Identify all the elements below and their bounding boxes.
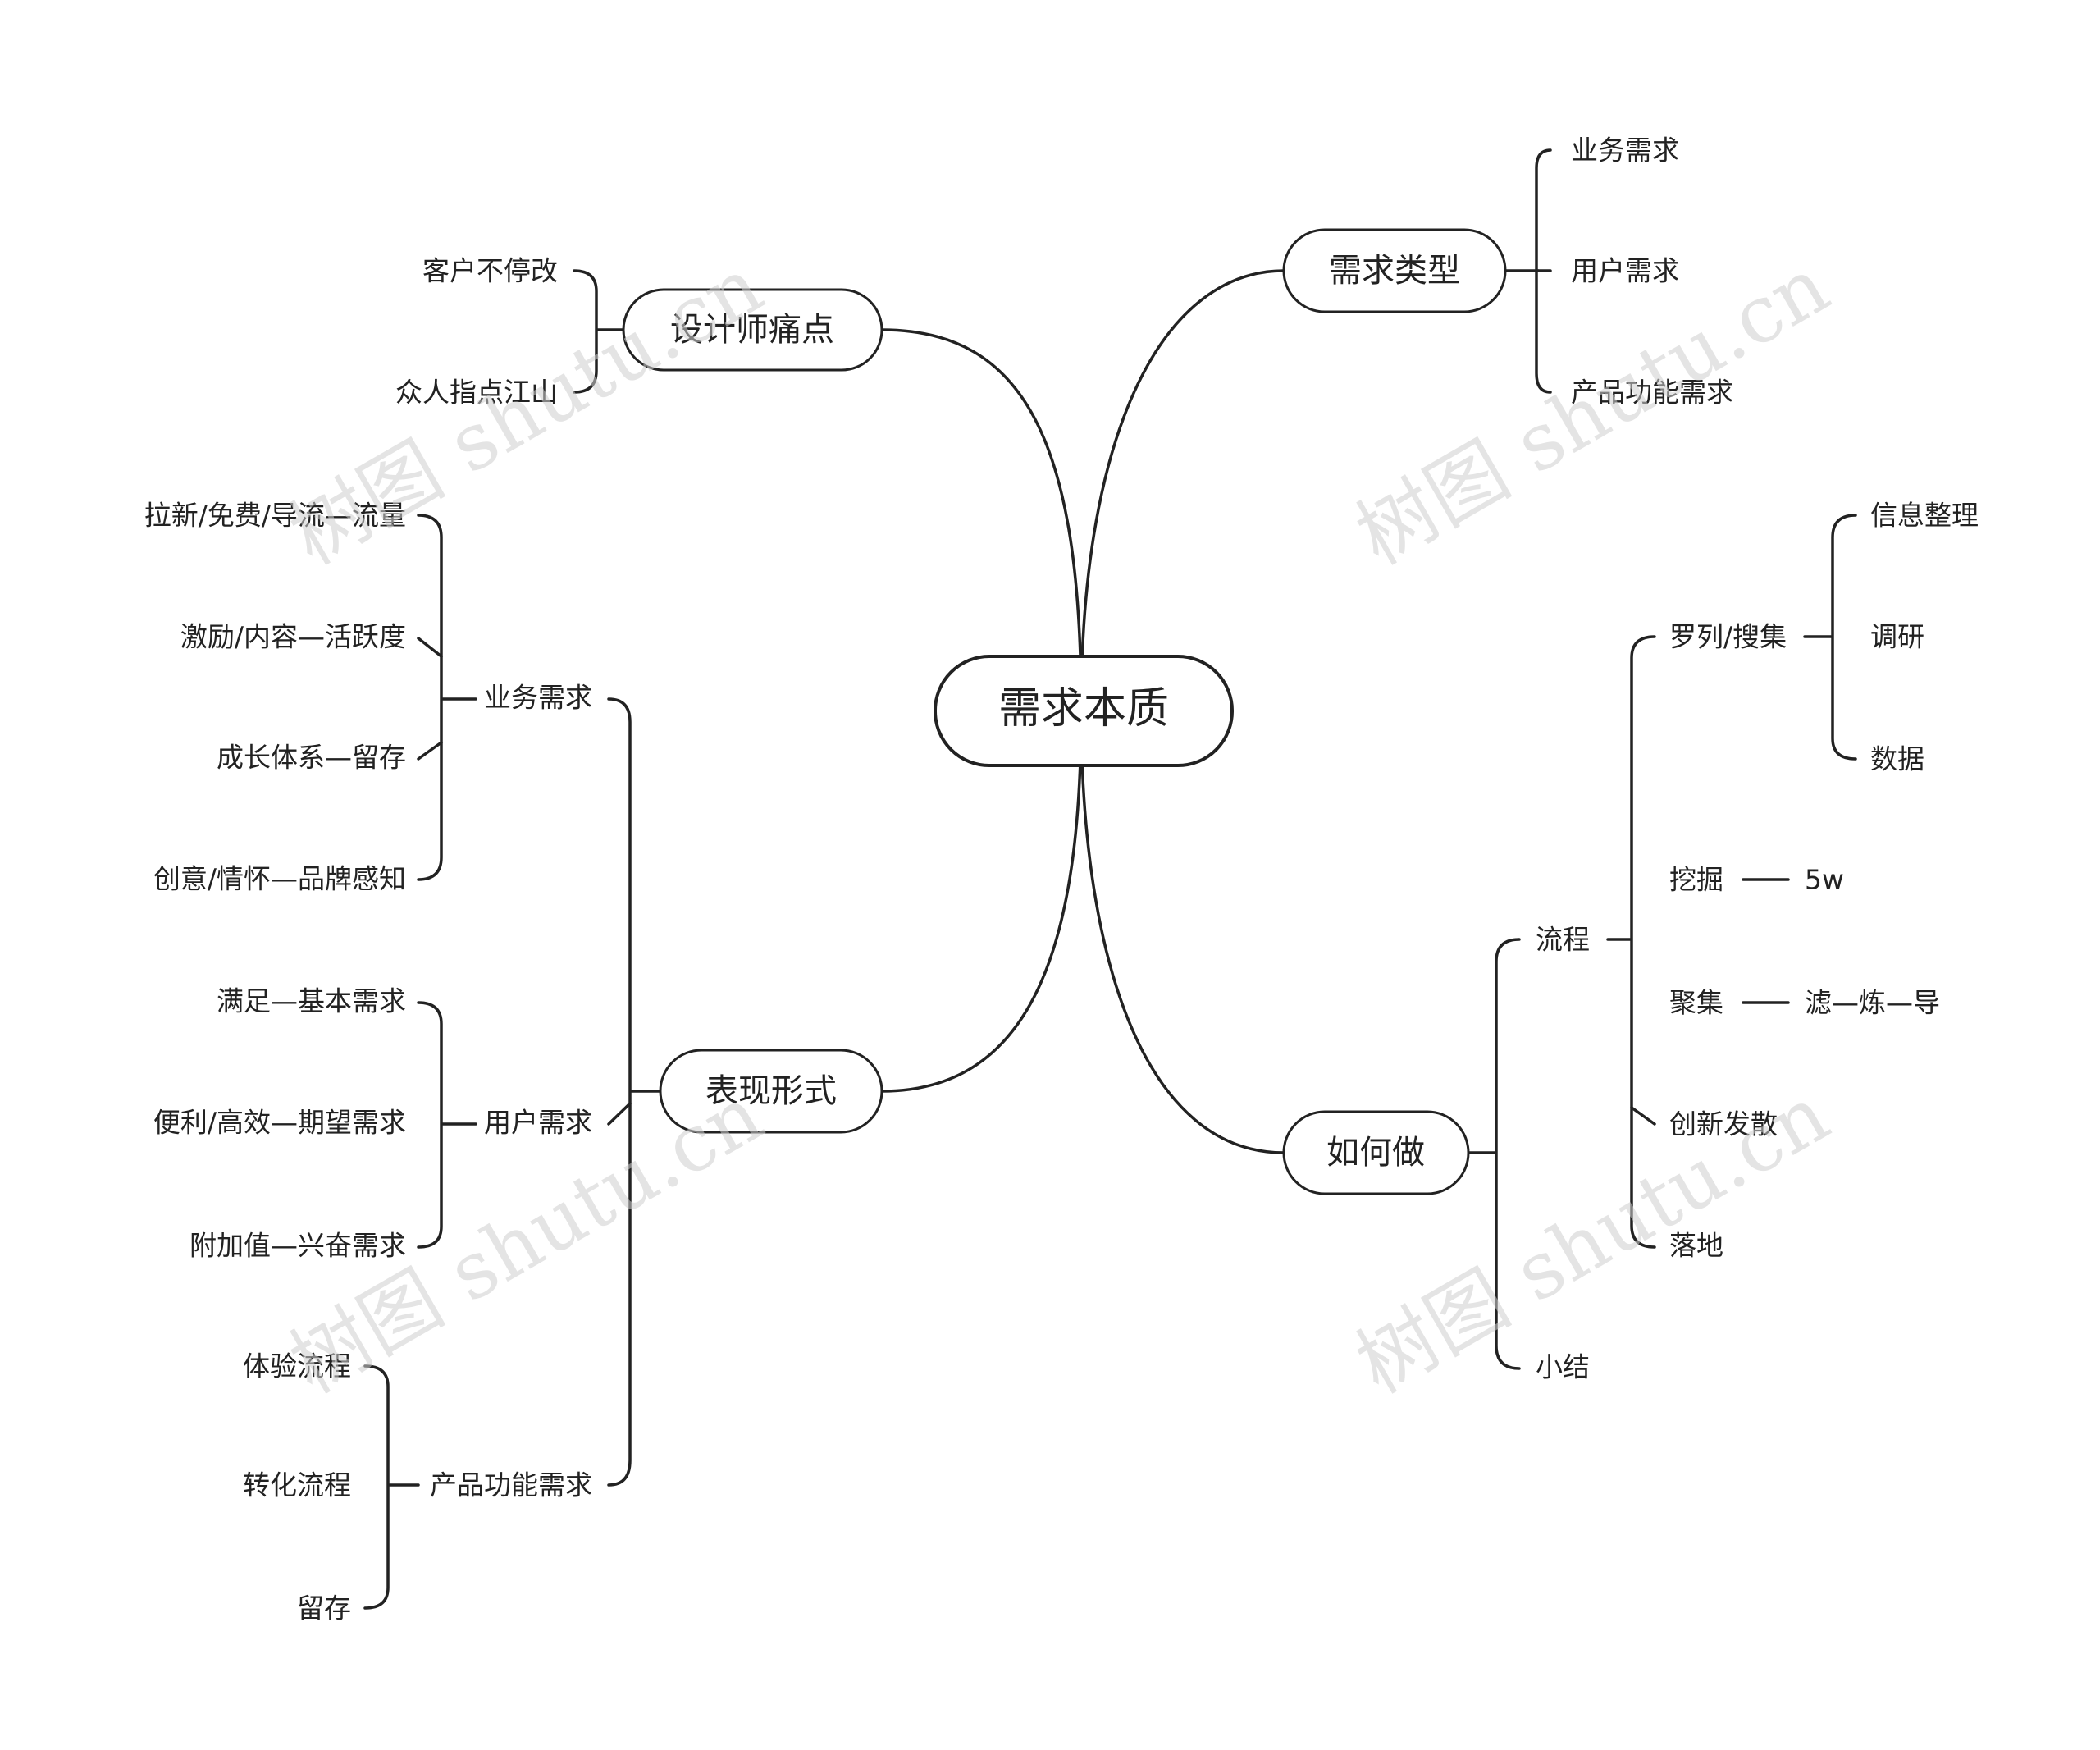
bracket-howto [1495, 938, 1521, 1370]
product-item[interactable]: 留存 [297, 1592, 351, 1624]
node-needs-type-label: 需求类型 [1329, 252, 1460, 290]
bracket-product [363, 1364, 390, 1610]
user-children: 满足—基本需求 便利/高效—期望需求 附加值—兴奋需求 [153, 985, 406, 1262]
business-item[interactable]: 激励/内容—活跃度 [180, 621, 406, 653]
process-focus-label[interactable]: 聚集 [1669, 987, 1723, 1019]
bracket-process [1630, 635, 1656, 1249]
connector-howto [1080, 708, 1285, 1154]
pain-children: 客户不停改 众人指点江山 [395, 255, 558, 409]
needs-type-item[interactable]: 产品功能需求 [1571, 377, 1733, 409]
howto-children: 流程 小结 [1536, 924, 1590, 1383]
connector-business-2 [417, 637, 443, 658]
needs-type-children: 业务需求 用户需求 产品功能需求 [1571, 135, 1733, 409]
bracket-pain [573, 269, 598, 394]
process-land-label[interactable]: 落地 [1669, 1230, 1723, 1262]
form-user-label[interactable]: 用户需求 [484, 1107, 592, 1139]
product-children: 体验流程 转化流程 留存 [243, 1350, 351, 1624]
bracket-collect [1831, 514, 1857, 761]
node-form-label: 表现形式 [705, 1072, 837, 1110]
product-item[interactable]: 体验流程 [243, 1350, 351, 1382]
central-node[interactable]: 需求本质 [934, 655, 1234, 767]
business-item[interactable]: 创意/情怀—品牌感知 [153, 863, 406, 895]
product-item[interactable]: 转化流程 [243, 1469, 351, 1501]
focus-result[interactable]: 滤—炼—导 [1805, 987, 1940, 1019]
form-subnodes: 业务需求 用户需求 产品功能需求 [430, 682, 592, 1501]
connector-business-3 [417, 741, 443, 761]
connector-lines [363, 148, 1857, 1610]
node-pain-label: 设计师痛点 [670, 311, 834, 349]
connector-process-diverge [1630, 1106, 1656, 1126]
bracket-form [607, 697, 632, 1487]
howto-process-label[interactable]: 流程 [1536, 924, 1590, 956]
bracket-business [417, 514, 443, 881]
process-collect-label[interactable]: 罗列/搜集 [1669, 621, 1787, 653]
bracket-user [417, 1001, 443, 1249]
node-needs-type[interactable]: 需求类型 [1282, 228, 1507, 313]
connector-form-user [607, 1102, 632, 1126]
connector-pain [880, 328, 1083, 711]
node-form[interactable]: 表现形式 [659, 1049, 883, 1134]
collect-children: 信息整理 调研 数据 5w 滤—炼—导 [1805, 500, 1979, 1019]
process-dig-label[interactable]: 挖掘 [1669, 864, 1723, 896]
dig-result[interactable]: 5w [1805, 864, 1844, 896]
user-item[interactable]: 便利/高效—期望需求 [153, 1107, 406, 1139]
form-product-label[interactable]: 产品功能需求 [430, 1469, 592, 1501]
user-item[interactable]: 附加值—兴奋需求 [189, 1230, 406, 1262]
connector-form [880, 708, 1083, 1093]
business-item[interactable]: 拉新/免费/导流—流量 [144, 500, 406, 532]
form-business-label[interactable]: 业务需求 [484, 682, 592, 714]
business-item[interactable]: 成长体系—留存 [217, 742, 406, 774]
node-howto-label: 如何做 [1326, 1134, 1425, 1172]
bracket-needs-type [1535, 148, 1552, 394]
collect-item[interactable]: 调研 [1870, 621, 1924, 653]
collect-item[interactable]: 数据 [1870, 743, 1924, 775]
needs-type-item[interactable]: 业务需求 [1571, 135, 1679, 167]
node-howto[interactable]: 如何做 [1282, 1110, 1470, 1195]
watermarks: 树图 shutu.cn 树图 shutu.cn 树图 shutu.cn 树图 s… [276, 240, 1844, 1411]
central-title: 需求本质 [998, 684, 1169, 733]
business-children: 拉新/免费/导流—流量 激励/内容—活跃度 成长体系—留存 创意/情怀—品牌感知 [144, 500, 406, 895]
node-pain[interactable]: 设计师痛点 [622, 288, 883, 372]
pain-item[interactable]: 客户不停改 [422, 255, 558, 287]
needs-type-item[interactable]: 用户需求 [1571, 255, 1679, 287]
collect-item[interactable]: 信息整理 [1870, 500, 1979, 532]
process-children: 罗列/搜集 挖掘 聚集 创新发散 落地 [1669, 621, 1787, 1262]
howto-summary-label[interactable]: 小结 [1536, 1351, 1590, 1383]
connector-needs-type [1080, 269, 1285, 711]
user-item[interactable]: 满足—基本需求 [217, 985, 406, 1017]
watermark-text: 树图 shutu.cn [276, 240, 778, 583]
process-diverge-label[interactable]: 创新发散 [1669, 1108, 1778, 1140]
pain-item[interactable]: 众人指点江山 [395, 377, 558, 409]
